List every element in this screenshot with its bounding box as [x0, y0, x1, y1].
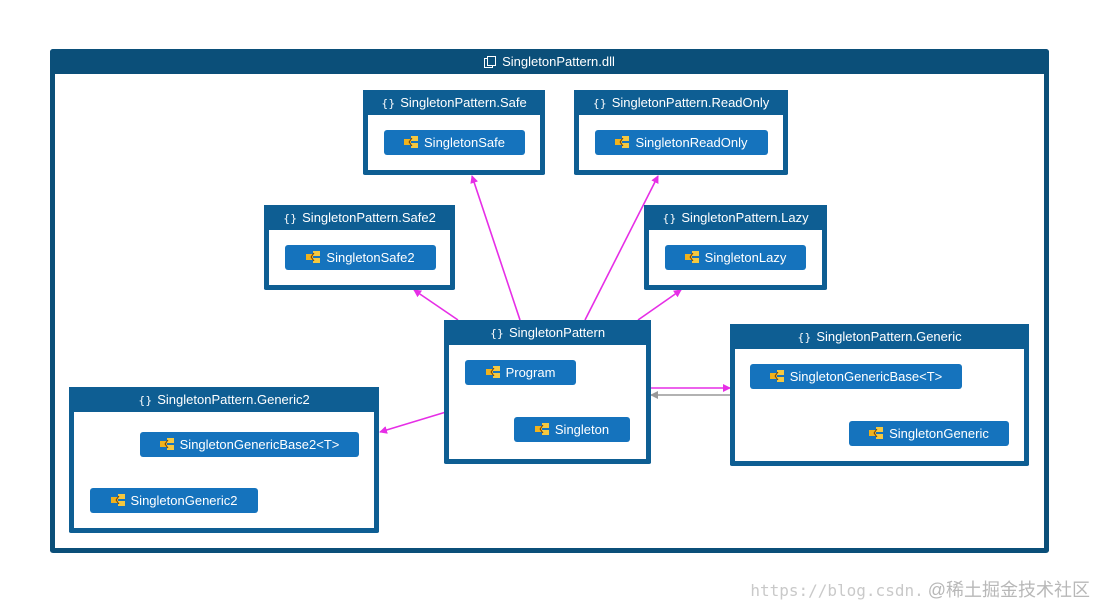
namespace-safe2-title: {}SingletonPattern.Safe2 [264, 205, 455, 230]
class-icon [159, 438, 174, 450]
namespace-lazy[interactable]: {}SingletonPattern.Lazy SingletonLazy [644, 205, 827, 290]
class-singleton-safe[interactable]: SingletonSafe [384, 130, 525, 155]
class-icon [485, 366, 500, 378]
namespace-braces-icon: {} [489, 327, 504, 340]
class-singleton-generic-base[interactable]: SingletonGenericBase<T> [750, 364, 962, 389]
class-singleton-readonly[interactable]: SingletonReadOnly [595, 130, 768, 155]
class-singleton-safe2[interactable]: SingletonSafe2 [285, 245, 436, 270]
namespace-braces-icon: {} [662, 212, 677, 225]
namespace-main-title: {}SingletonPattern [444, 320, 651, 345]
edge-main-to-safe2 [413, 289, 459, 321]
watermark-url: https://blog.csdn. [750, 581, 924, 600]
watermark: https://blog.csdn.@稀土掘金技术社区 [750, 576, 1090, 602]
class-singleton-generic2[interactable]: SingletonGeneric2 [90, 488, 258, 513]
class-icon [869, 427, 884, 439]
edge-main-to-safe [470, 175, 521, 321]
edge-main-to-readonly [584, 175, 659, 321]
class-singleton-lazy[interactable]: SingletonLazy [665, 245, 806, 270]
class-singleton[interactable]: Singleton [514, 417, 630, 442]
namespace-braces-icon: {} [138, 394, 153, 407]
assembly-title-bar[interactable]: SingletonPattern.dll [50, 49, 1049, 74]
class-icon [306, 251, 321, 263]
namespace-readonly-title: {}SingletonPattern.ReadOnly [574, 90, 788, 115]
namespace-main[interactable]: {}SingletonPattern Program Singleton [444, 320, 651, 464]
class-icon [534, 423, 549, 435]
edge-main-to-generic2 [379, 411, 447, 434]
namespace-generic2[interactable]: {}SingletonPattern.Generic2 SingletonGen… [69, 387, 379, 533]
class-program[interactable]: Program [465, 360, 576, 385]
namespace-safe[interactable]: {}SingletonPattern.Safe SingletonSafe [363, 90, 545, 175]
assembly-label: SingletonPattern.dll [502, 54, 615, 69]
namespace-generic2-title: {}SingletonPattern.Generic2 [69, 387, 379, 412]
namespace-braces-icon: {} [592, 97, 607, 110]
class-icon [404, 136, 419, 148]
namespace-safe2[interactable]: {}SingletonPattern.Safe2 SingletonSafe2 [264, 205, 455, 290]
assembly-icon [484, 56, 497, 68]
namespace-generic[interactable]: {}SingletonPattern.Generic SingletonGene… [730, 324, 1029, 466]
watermark-text: @稀土掘金技术社区 [927, 580, 1090, 600]
namespace-braces-icon: {} [283, 212, 298, 225]
namespace-generic-title: {}SingletonPattern.Generic [730, 324, 1029, 349]
edge-main-to-lazy [637, 289, 682, 321]
namespace-braces-icon: {} [797, 331, 812, 344]
class-icon [769, 370, 784, 382]
class-singleton-generic-base2[interactable]: SingletonGenericBase2<T> [140, 432, 359, 457]
class-icon [110, 494, 125, 506]
class-icon [684, 251, 699, 263]
namespace-braces-icon: {} [381, 97, 396, 110]
namespace-lazy-title: {}SingletonPattern.Lazy [644, 205, 827, 230]
class-icon [615, 136, 630, 148]
namespace-readonly[interactable]: {}SingletonPattern.ReadOnly SingletonRea… [574, 90, 788, 175]
namespace-safe-title: {}SingletonPattern.Safe [363, 90, 545, 115]
class-singleton-generic[interactable]: SingletonGeneric [849, 421, 1009, 446]
